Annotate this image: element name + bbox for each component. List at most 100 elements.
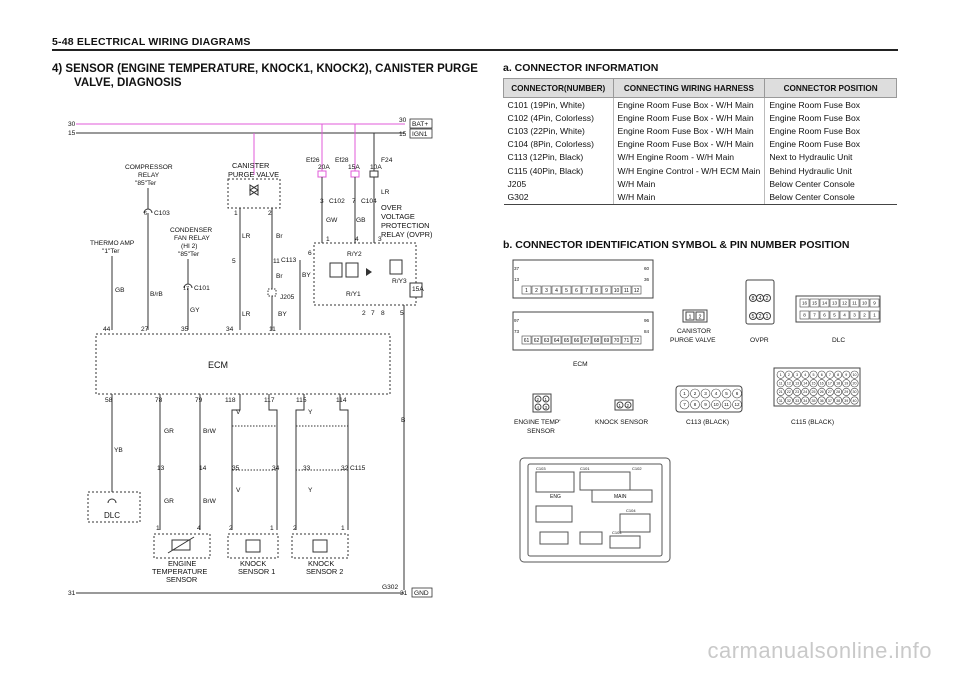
connector-pin-number: 38 [836,399,840,403]
connector-pin [721,399,732,410]
engtemp-conn-label-1: ENGINE TEMP' [514,419,561,426]
ecm-side-97: 97 [514,318,520,323]
wire-v-label-2: V [236,487,241,494]
connector-pin-number: 68 [594,338,600,344]
connector-pin [776,396,785,405]
table-row: C104 (8Pin, Colorless)Engine Room Fuse B… [503,137,897,151]
canister-conn-pin-2: 2 [699,315,702,321]
connector-pin [700,399,711,410]
wire-br-label-2: Br [276,273,283,280]
gnd-badge: GND [414,590,429,597]
c101-pin: 17 [183,286,189,292]
connector-pin-number: 70 [614,338,620,344]
ecm-side-36: 36 [644,277,650,282]
knock2-label-1: KNOCK [308,559,334,568]
cell: Engine Room Fuse Box [769,139,861,150]
ovpr-ry2: R/Y2 [347,251,362,258]
ecm-connector-top [512,259,654,299]
connector-pin-number: 12 [787,382,791,386]
connector-pin-number: 5 [725,391,728,396]
connector-pin-number: 8 [595,288,598,294]
ecm-pin-118: 118 [225,397,236,404]
wire-gy-label: GY [190,307,200,314]
connector-pin-number: 12 [842,301,848,306]
connector-pin [793,396,802,405]
connector-pin-number: 71 [624,338,630,344]
c101-label: C101 [194,285,210,292]
connector-pin [571,285,582,295]
connector-pin [732,399,742,410]
connector-pin-number: 8 [837,373,839,377]
knock1-box [227,533,279,559]
connector-pin-number: 2 [694,391,697,396]
cell: Engine Room Fuse Box [769,112,861,123]
connector-pin [561,335,572,345]
connector-pin [784,396,793,405]
connector-pin-number: 6 [823,313,826,318]
eng-temp-pin-4: 4 [197,525,201,532]
connector-pin [842,370,851,379]
fusebox-label: C101 [580,466,590,471]
connector-pin [521,335,532,345]
engtemp-pin: 4 [537,405,540,410]
fuse-box-drawing [519,457,671,563]
connector-pin-number: 7 [829,373,831,377]
connector-pin-number: 29 [844,390,848,394]
connector-pin [825,379,834,388]
knock-conn-label: KNOCK SENSOR [595,419,648,426]
eng-temp-box [153,533,211,559]
knock1-pin-1: 1 [270,525,274,532]
connector-pin-number: 66 [574,338,580,344]
ecm-connector-bottom [512,311,654,351]
ovpr-conn-label: OVPR [750,337,769,344]
connector-pin [631,335,642,345]
connector-pin [793,370,802,379]
section-title-line2: VALVE, DIAGNOSIS [74,77,182,89]
connector-pin-number: 19 [844,382,848,386]
connector-pin-number: 3 [704,391,707,396]
cell: C115 (40Pin, Black) [503,163,614,178]
c113-label: C113 [281,257,297,264]
ovpr-pin-7: 7 [371,310,375,317]
cell: G302 [503,190,614,205]
connector-pin-number: 6 [575,288,578,294]
rail-31-label-right: 31 [400,590,408,597]
wire-brw-label: BrW [203,428,217,435]
connector-pin [551,285,562,295]
c104-label: C104 [361,198,377,205]
wire-br-label: Br [276,233,283,240]
connector-pin-number: 65 [564,338,570,344]
connector-pin [799,298,810,308]
ecm-side-60: 60 [644,266,650,271]
connector-pin-number: 36 [820,399,824,403]
knock2-box [291,533,349,559]
ecm-side-96: 96 [644,318,650,323]
ovpr-pin: 2 [766,296,769,302]
connector-pin-number: 24 [803,390,807,394]
connector-pin-number: 11 [852,301,857,306]
ecm-pin-11: 11 [269,326,276,333]
eng-temp-label-2: TEMPERATURE [152,567,207,576]
connector-pin-number: 1 [683,391,686,396]
connector-pin-number: 35 [812,399,816,403]
connector-pin-number: 10 [614,288,620,294]
dlc-label: DLC [104,511,120,520]
eng-temp-pin-1: 1 [156,525,160,532]
condenser-relay-label-1: CONDENSER [170,227,212,234]
cell: Behind Hydraulic Unit [769,165,852,176]
fuse-f24-amp: 10A [370,164,382,171]
connector-pin-number: 26 [820,390,824,394]
j205-label: J205 [280,294,295,301]
connector-pin-number: 11 [779,382,783,386]
connector-pin [591,335,602,345]
table-row: C115 (40Pin, Black)W/H Engine Control - … [503,163,897,178]
connector-pin-number: 16 [802,301,808,306]
connector-pin [611,335,622,345]
ecm-pin-35: 35 [181,326,189,333]
engtemp-pin: 3 [545,405,548,410]
ecm-pin-44: 44 [103,326,111,333]
canister-label-1: CANISTER [232,161,269,170]
connector-pin-number: 32 [787,399,791,403]
connector-pin [834,370,843,379]
